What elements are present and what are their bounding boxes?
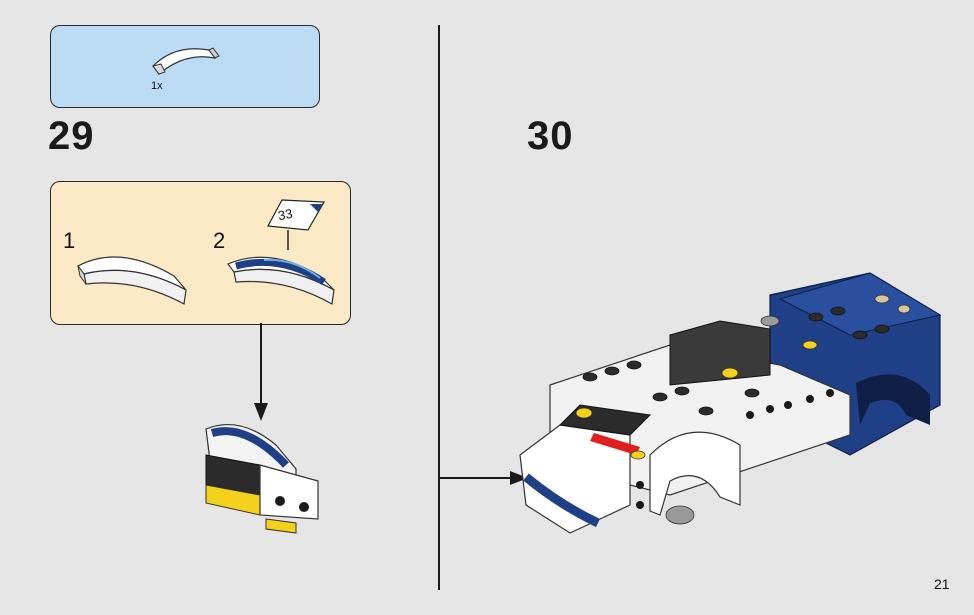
curved-slope-brick-icon <box>152 47 220 75</box>
page-divider <box>438 25 440 590</box>
right-arrow-icon <box>440 471 528 485</box>
step-number-29: 29 <box>48 114 95 158</box>
substep-label-1: 1 <box>63 228 76 253</box>
parts-count-label: 1x <box>151 80 163 92</box>
white-curved-brick-icon <box>77 256 187 305</box>
car-model-assembly-icon <box>519 272 942 534</box>
sticker-sheet-icon <box>267 199 326 250</box>
page-number: 21 <box>934 576 950 592</box>
parts-list-box <box>50 25 320 108</box>
down-arrow-icon <box>254 323 268 421</box>
assembled-subpart-icon <box>205 423 319 534</box>
substep-label-2: 2 <box>213 228 226 253</box>
step-number-30: 30 <box>527 114 574 158</box>
blue-stickered-curved-brick-icon <box>227 256 335 305</box>
sticker-number: 33 <box>276 205 294 224</box>
